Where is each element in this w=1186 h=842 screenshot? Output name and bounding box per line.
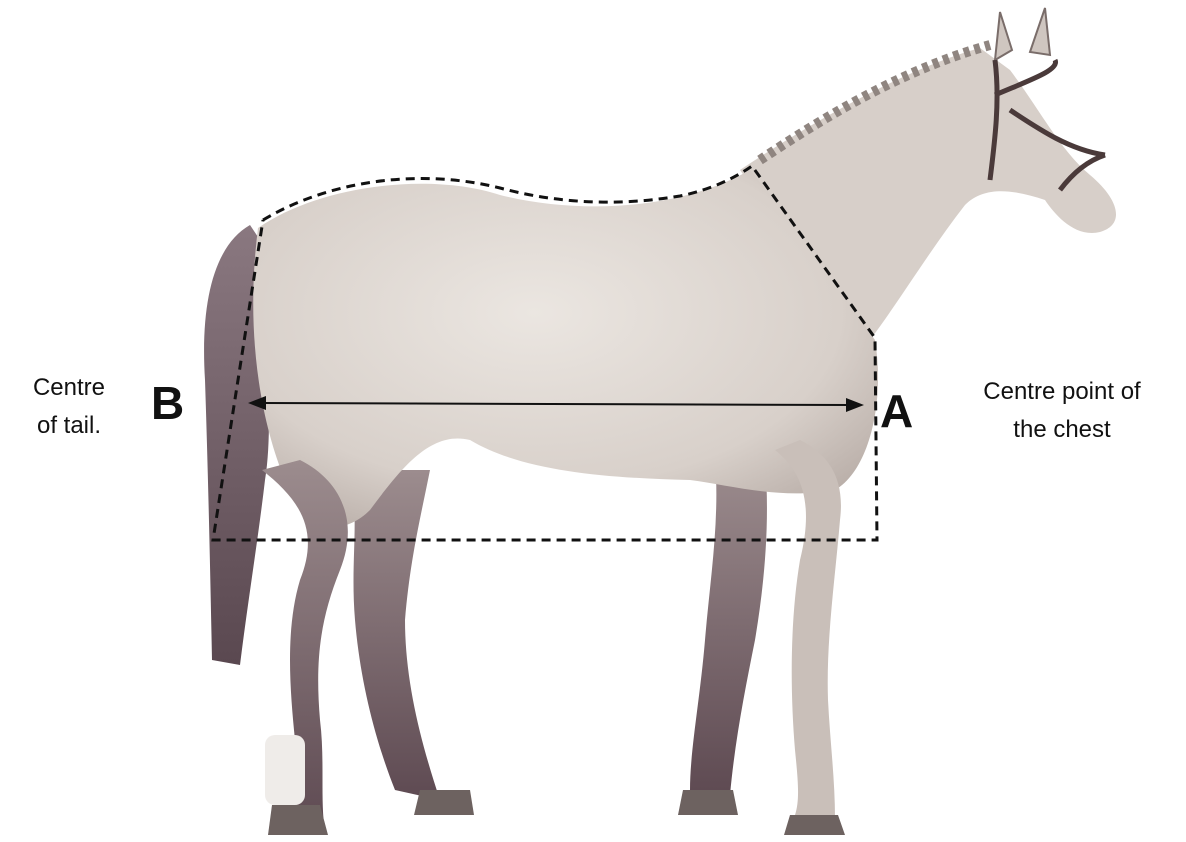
point-b-caption: Centre of tail. (14, 369, 124, 445)
horse-hind-leg-far (350, 470, 440, 800)
horse-hoof-fore (784, 815, 845, 835)
point-a-caption-line1: Centre point of (946, 373, 1178, 411)
horse-fore-leg-near (775, 440, 841, 818)
point-a-letter: A (880, 384, 913, 438)
horse-fore-leg-far (690, 460, 767, 795)
horse-ears (995, 8, 1050, 60)
horse-hoof-hind (268, 805, 328, 835)
horse-hoof-far-fore (678, 790, 738, 815)
point-b-caption-line1: Centre (14, 369, 124, 407)
horse-hind-sock (265, 735, 305, 805)
horse-body (253, 170, 878, 527)
horse-hoof-far-hind (414, 790, 474, 815)
point-a-caption-line2: the chest (946, 411, 1178, 449)
point-b-letter: B (151, 376, 184, 430)
point-a-caption: Centre point of the chest (946, 373, 1178, 449)
point-b-caption-line2: of tail. (14, 407, 124, 445)
